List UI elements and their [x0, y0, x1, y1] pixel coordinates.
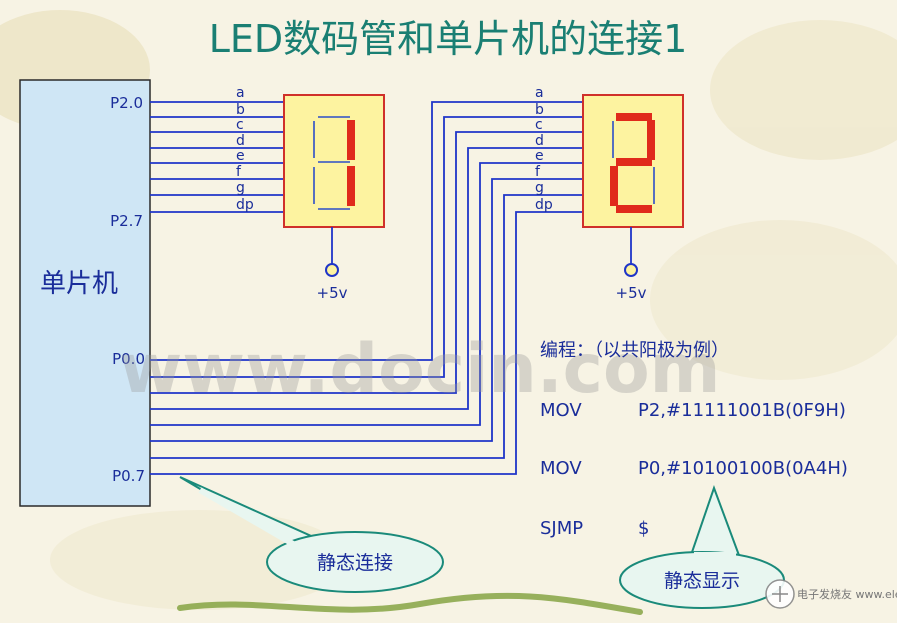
callout-static-connection: 静态连接: [179, 476, 444, 593]
segment-labels-display2: a b c d e f g dp: [535, 85, 553, 213]
segment-label: f: [236, 164, 242, 180]
port0-wires: [150, 101, 583, 475]
segment-label: c: [535, 117, 543, 133]
segment-label: f: [535, 164, 541, 180]
code-arg: P0,#10100100B(0A4H): [638, 458, 848, 479]
port2-wires: [150, 101, 284, 213]
segment-label: c: [236, 117, 244, 133]
display2-supply: +5v: [616, 284, 647, 302]
segment-label: a: [535, 85, 544, 101]
vine-decoration: [177, 592, 643, 615]
pin-label-p27: P2.7: [110, 212, 143, 230]
code-arg: $: [638, 518, 649, 539]
mcu-label: 单片机: [40, 269, 118, 299]
mcu-box: [19, 79, 151, 507]
watermark: www.docin.com: [119, 330, 720, 409]
code-op: MOV: [540, 400, 582, 421]
segment-label: d: [236, 133, 245, 149]
code-block: 编程：（以共阳极为例） MOV P2,#11111001B(0F9H) MOV …: [540, 340, 848, 539]
segment-label: e: [236, 148, 245, 164]
segment-label: dp: [236, 197, 254, 213]
supply-terminal-icon: [325, 263, 339, 277]
pin-label-p00: P0.0: [112, 350, 145, 368]
segment-label: a: [236, 85, 245, 101]
callout-static-display: 静态显示: [619, 485, 785, 609]
segment-label: b: [535, 102, 544, 118]
display1-supply: +5v: [317, 284, 348, 302]
supply-terminal-icon: [624, 263, 638, 277]
code-header: 编程：（以共阳极为例）: [540, 340, 729, 361]
segment-label: b: [236, 102, 245, 118]
code-op: SJMP: [540, 518, 583, 539]
segment-label: d: [535, 133, 544, 149]
page-title: LED数码管和单片机的连接1: [209, 17, 688, 61]
seven-segment-display-1: +5v: [283, 94, 385, 302]
segment-label: dp: [535, 197, 553, 213]
pin-label-p07: P0.7: [112, 467, 145, 485]
callout-label: 静态连接: [317, 552, 393, 574]
pin-label-p20: P2.0: [110, 94, 143, 112]
elecfans-logo: 电子发烧友 www.elecfans.com: [765, 579, 897, 609]
segment-label: g: [236, 180, 245, 196]
segment-label: g: [535, 180, 544, 196]
seven-segment-display-2: +5v: [582, 94, 684, 302]
code-op: MOV: [540, 458, 582, 479]
segment-labels-display1: a b c d e f g dp: [236, 85, 254, 213]
callout-label: 静态显示: [664, 570, 740, 592]
code-arg: P2,#11111001B(0F9H): [638, 400, 846, 421]
logo-text: 电子发烧友 www.elecfans.com: [797, 587, 897, 601]
segment-label: e: [535, 148, 544, 164]
